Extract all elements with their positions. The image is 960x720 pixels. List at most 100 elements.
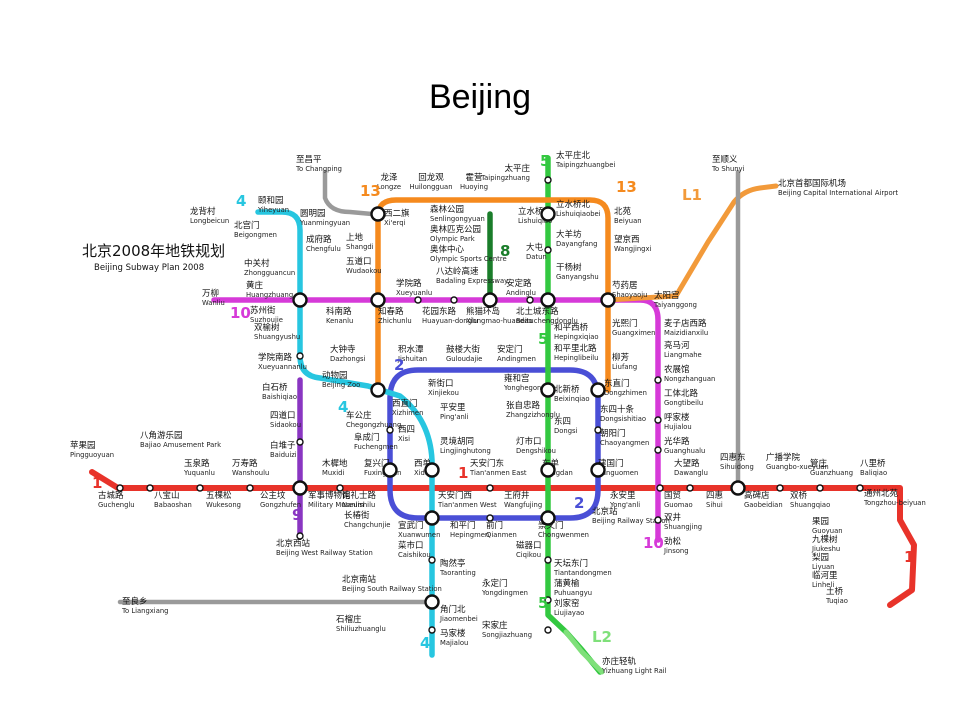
station-beiyuan-cn: 北苑 xyxy=(614,206,632,217)
station-nanlishilu-en: Nanlishilu xyxy=(342,501,375,509)
station-marker xyxy=(428,556,436,564)
station-to_liangxiang-cn: 至良乡 xyxy=(122,596,148,607)
station-to_changping-en: To Changping xyxy=(295,165,342,173)
station-wangjingxi-cn: 望京西 xyxy=(614,234,640,245)
station-marker xyxy=(414,296,422,304)
station-guanghualu-cn: 光华路 xyxy=(664,436,690,447)
station-fuxingmen-en: Fuxingmen xyxy=(364,469,402,477)
station-pinganli-en: Ping'anli xyxy=(440,413,469,421)
line-5-badge: 5 xyxy=(540,152,550,170)
station-tiantandongmen-en: Tiantandongmen xyxy=(553,569,612,577)
station-shangdi-cn: 上地 xyxy=(346,232,364,243)
station-tuqiao-en: Tuqiao xyxy=(825,597,848,605)
line-L1-badge: L1 xyxy=(682,186,702,204)
station-beigongmen-en: Beigongmen xyxy=(234,231,277,239)
station-sihuidong-cn: 四惠东 xyxy=(720,452,746,463)
station-yonganli-en: Yong'anli xyxy=(609,501,640,509)
station-wangfujing-en: Wangfujing xyxy=(504,501,542,509)
station-dayangfang-en: Dayangfang xyxy=(556,240,597,248)
station-maizidian-cn: 麦子店西路 xyxy=(664,318,707,329)
station-marker xyxy=(654,516,662,524)
station-lingjinghutong-en: Lingjinghutong xyxy=(440,447,491,455)
station-dazhongsi-en: Dazhongsi xyxy=(330,355,366,363)
station-marker xyxy=(386,426,394,434)
station-jinsong-cn: 劲松 xyxy=(664,536,682,547)
station-qianmen-en: Qianmen xyxy=(486,531,517,539)
station-guoyuan-en: Guoyuan xyxy=(812,527,843,535)
station-taipingzhuangbei-en: Taipingzhuangbei xyxy=(555,161,615,169)
station-longbeicun-en: Longbeicun xyxy=(190,217,229,225)
station-wudaokou-cn: 五道口 xyxy=(346,256,372,267)
station-baliqiao-en: Baliqiao xyxy=(860,469,887,477)
station-beijing_south-cn: 北京南站 xyxy=(342,574,377,585)
station-longze-en: Longze xyxy=(377,183,401,191)
station-marker xyxy=(146,484,154,492)
station-dongsishitiao-en: Dongsishitiao xyxy=(600,415,646,423)
station-guangximen-cn: 光熙门 xyxy=(612,318,638,329)
station-yonganli-cn: 永安里 xyxy=(610,490,636,501)
station-jiaomenbei-cn: 角门北 xyxy=(440,604,466,615)
station-chegongzhuang-cn: 车公庄 xyxy=(346,410,372,421)
station-liangmahe-cn: 亮马河 xyxy=(664,340,690,351)
interchange-station-marker xyxy=(370,206,386,222)
station-tongzhoubeiyuan-en: Tongzhou-beiyuan xyxy=(863,499,926,507)
station-zhangzizhonglu-en: Zhangzizhonglu xyxy=(506,411,560,419)
station-suzhoujie-en: Suzhoujie xyxy=(250,316,283,324)
station-badaling-cn: 八达岭高速 xyxy=(436,266,479,277)
station-dongdan-en: Dongdan xyxy=(542,469,573,477)
station-guloudajie-en: Guloudajie xyxy=(446,355,482,363)
station-dongzhimen-cn: 东直门 xyxy=(604,378,630,389)
station-dengshikou-cn: 灯市口 xyxy=(516,436,542,447)
station-fuxingmen-cn: 复兴门 xyxy=(364,458,390,469)
station-yongdingmen-en: Yongdingmen xyxy=(481,589,528,597)
station-baishiqiao-en: Baishiqiao xyxy=(262,393,297,401)
line-L2-route xyxy=(563,629,605,675)
station-xiongmaohuandao-cn: 熊猫环岛 xyxy=(466,306,500,317)
station-yuquanlu-cn: 玉泉路 xyxy=(184,458,210,469)
station-hepinglibeilu-en: Hepinglibeilu xyxy=(554,354,598,362)
station-xidan-cn: 西单 xyxy=(414,458,432,469)
station-majialou-cn: 马家楼 xyxy=(440,628,466,639)
station-lishuiqiao-cn: 立水桥 xyxy=(518,206,544,217)
station-xueyuannanlu-cn: 学院南路 xyxy=(258,352,293,363)
interchange-station-marker xyxy=(730,480,746,496)
station-xueyuanlu-cn: 学院路 xyxy=(396,278,422,289)
line-2-badge: 2 xyxy=(394,356,404,374)
station-jiukeshu-en: Jiukeshu xyxy=(811,545,840,553)
station-yuanmingyuan-en: Yuanmingyuan xyxy=(299,219,350,227)
station-andinglu-cn: 安定路 xyxy=(506,278,532,289)
interchange-station-marker xyxy=(482,292,498,308)
station-guangbo-cn: 广播学院 xyxy=(766,452,801,463)
station-marker xyxy=(686,484,694,492)
station-hepinglibeilu-cn: 和平里北路 xyxy=(554,343,597,354)
line-10-badge: 10 xyxy=(643,534,664,552)
line-4-badge: 4 xyxy=(338,398,348,416)
station-longze-cn: 龙泽 xyxy=(380,172,398,183)
map-title-en: Beijing Subway Plan 2008 xyxy=(94,263,204,273)
station-jiaomenbei-en: Jiaomenbei xyxy=(439,615,478,623)
station-huilongguan-en: Huilongguan xyxy=(409,183,452,191)
station-marker xyxy=(450,296,458,304)
station-nongzhanguan-en: Nongzhanguan xyxy=(664,375,715,383)
station-shiliuzhuang-en: Shiliuzhuanglu xyxy=(336,625,386,633)
stations-layer xyxy=(116,176,864,634)
station-liujiayao-en: Liujiayao xyxy=(554,609,584,617)
line-8-badge: 8 xyxy=(500,242,510,260)
line-5-badge: 5 xyxy=(538,594,548,612)
station-chengfulu-en: Chengfulu xyxy=(306,245,341,253)
station-xiongmaohuandao-en: Xiongmao-huandao xyxy=(466,317,533,325)
station-guloudajie-cn: 鼓楼大街 xyxy=(446,344,481,355)
station-gaobeidian-en: Gaobeidian xyxy=(744,501,783,509)
interchange-station-marker xyxy=(292,292,308,308)
station-huayuandonglu-cn: 花园东路 xyxy=(422,306,457,317)
station-nanlishilu-cn: 南礼士路 xyxy=(342,490,377,501)
station-marker xyxy=(296,532,304,540)
station-military_museum-cn: 军事博物馆 xyxy=(308,490,351,501)
station-changchunjie-en: Changchunjie xyxy=(344,521,390,529)
station-shaoyaoju-en: Shaoyaoju xyxy=(612,291,648,299)
station-sidaokou-cn: 四道口 xyxy=(270,410,296,421)
station-huoying-en: Huoying xyxy=(460,183,488,191)
station-dongsishitiao-cn: 东四十条 xyxy=(600,404,635,415)
station-chaoyangmen-en: Chaoyangmen xyxy=(600,439,649,447)
station-nongzhanguan-cn: 农展馆 xyxy=(664,364,690,375)
